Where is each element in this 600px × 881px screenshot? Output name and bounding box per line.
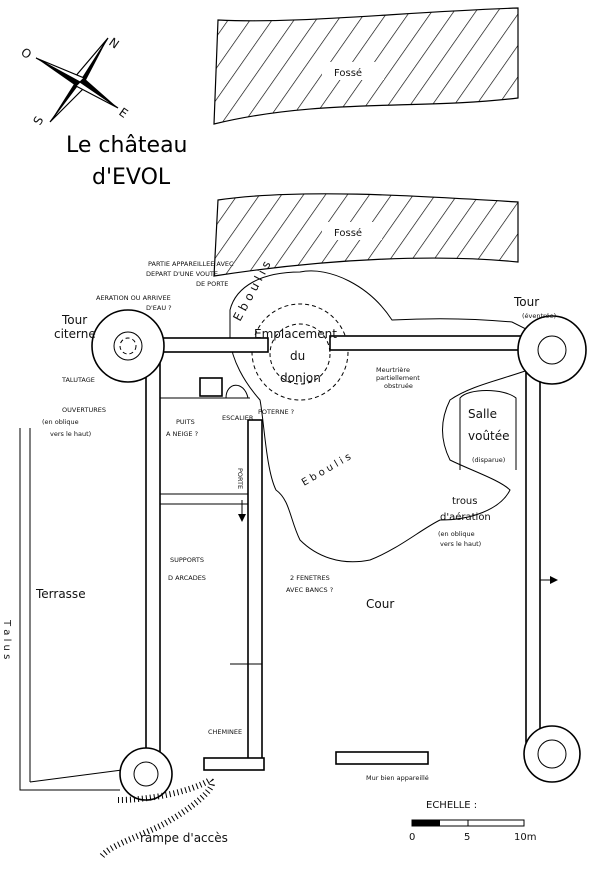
- scale-tick-5: 5: [464, 832, 470, 843]
- label-aeration-1: AERATION OU ARRIVEE: [96, 294, 171, 302]
- label-partie-appareillee-3: DE PORTE: [196, 280, 228, 288]
- label-porte: PORTE: [236, 468, 244, 489]
- compass-e: E: [116, 105, 130, 121]
- donjon-inner: [269, 323, 331, 385]
- label-oblique-r1: (en oblique: [438, 530, 475, 538]
- moat-middle-label: Fossé: [334, 227, 362, 239]
- stair-arc: [225, 384, 249, 399]
- label-rampe: rampe d'accès: [140, 831, 228, 845]
- label-eboulis-mid: E b o u l i s: [300, 452, 353, 489]
- label-cour: Cour: [366, 597, 394, 611]
- label-partie-appareillee-2: DEPART D'UNE VOUTE: [146, 270, 218, 278]
- rubble-outline: [229, 270, 529, 563]
- label-oblique-r2: vers le haut): [440, 540, 481, 548]
- label-puits-2: A NEIGE ?: [166, 430, 198, 438]
- snow-well: [199, 377, 223, 397]
- tower-east: [517, 315, 587, 385]
- label-emplacement: Emplacement: [254, 327, 337, 341]
- scale-title: ECHELLE :: [426, 800, 477, 811]
- tower-citerne: [91, 309, 165, 383]
- label-tour-right: Tour: [513, 295, 539, 309]
- label-voutee: voûtée: [468, 429, 510, 443]
- tower-southeast: [523, 725, 581, 783]
- label-escalier: ESCALIER: [222, 414, 254, 422]
- label-daeration: d'aération: [440, 511, 491, 523]
- label-tour-citerne-1: Tour: [61, 313, 87, 327]
- castle-walls: [19, 335, 541, 791]
- label-trous: trous: [452, 496, 477, 507]
- label-salle: Salle: [468, 407, 497, 421]
- label-disparue: (disparue): [472, 456, 505, 464]
- scale-bar: ECHELLE : 0 5 10m: [409, 800, 536, 843]
- label-talutage: TALUTAGE: [61, 376, 95, 384]
- label-fenetres-1: 2 FENETRES: [290, 574, 330, 582]
- compass-rose: N O E S: [18, 35, 130, 128]
- compass-n: N: [106, 35, 121, 52]
- label-meurtriere-2: partiellement: [376, 374, 420, 382]
- scale-tick-10: 10m: [514, 832, 536, 843]
- label-talus: T a l u s: [1, 619, 12, 659]
- compass-s: S: [30, 114, 46, 128]
- title-line-2: d'EVOL: [92, 165, 171, 190]
- label-aeration-2: D'EAU ?: [146, 304, 172, 312]
- label-supports-2: D ARCADES: [168, 574, 206, 582]
- label-meurtriere-1: Meurtrière: [376, 366, 410, 374]
- label-terrasse: Terrasse: [35, 587, 86, 601]
- title-line-1: Le château: [66, 133, 188, 158]
- label-fenetres-2: AVEC BANCS ?: [286, 586, 333, 594]
- moat-top-label: Fossé: [334, 67, 362, 79]
- label-puits-1: PUITS: [176, 418, 195, 426]
- label-cheminee: CHEMINEE: [208, 728, 242, 736]
- label-partie-appareillee-1: PARTIE APPAREILLEE AVEC: [148, 260, 234, 268]
- label-meurtriere-3: obstruée: [384, 382, 413, 390]
- label-du: du: [290, 349, 305, 363]
- label-supports-1: SUPPORTS: [170, 556, 204, 564]
- direction-arrows: [238, 500, 558, 584]
- compass-o: O: [18, 45, 34, 62]
- label-tour-citerne-2: citerne: [54, 327, 96, 341]
- label-poterne: POTERNE ?: [258, 408, 294, 416]
- tower-southwest: [119, 747, 173, 801]
- label-donjon: donjon: [280, 371, 321, 385]
- label-oblique-1: (en oblique: [42, 418, 79, 426]
- label-ouvertures: OUVERTURES: [62, 406, 106, 414]
- scale-tick-0: 0: [409, 832, 415, 843]
- plan-labels: PARTIE APPAREILLEE AVEC DEPART D'UNE VOU…: [1, 259, 556, 845]
- label-mur: Mur bien appareillé: [366, 774, 429, 782]
- label-eventree: (éventrée): [522, 312, 556, 320]
- label-oblique-2: vers le haut): [50, 430, 91, 438]
